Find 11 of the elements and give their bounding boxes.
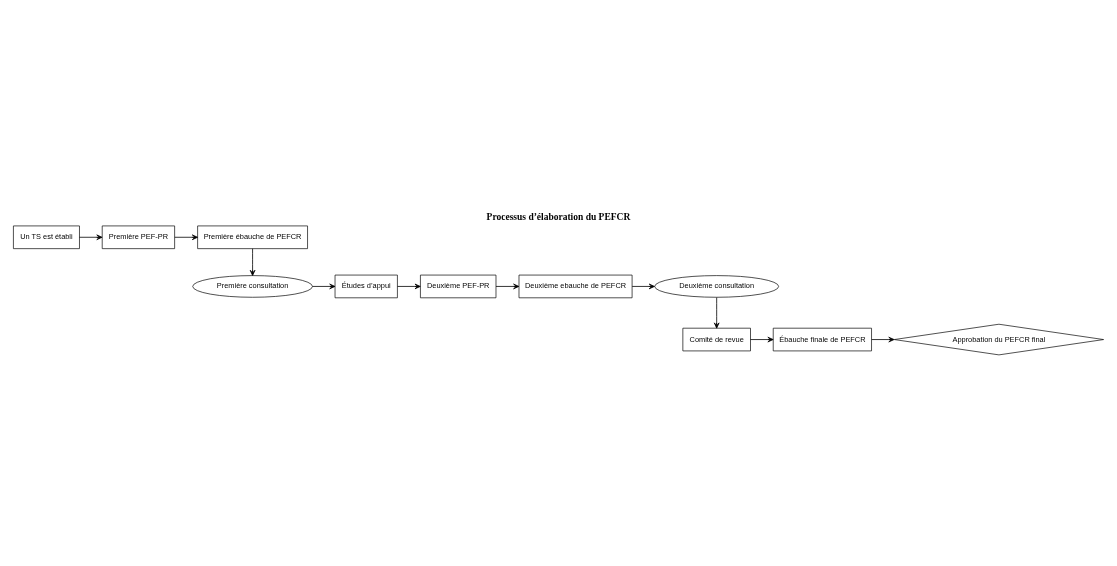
diagram-title: Processus d’élaboration du PEFCR	[486, 212, 631, 223]
arrow	[312, 283, 336, 290]
arrow	[750, 336, 774, 343]
arrow	[397, 283, 421, 290]
arrow	[631, 283, 655, 290]
arrow	[174, 234, 198, 241]
arrow	[871, 336, 895, 343]
arrow	[713, 297, 720, 329]
arrow	[495, 283, 520, 290]
arrow	[249, 248, 256, 276]
arrow	[79, 234, 103, 241]
